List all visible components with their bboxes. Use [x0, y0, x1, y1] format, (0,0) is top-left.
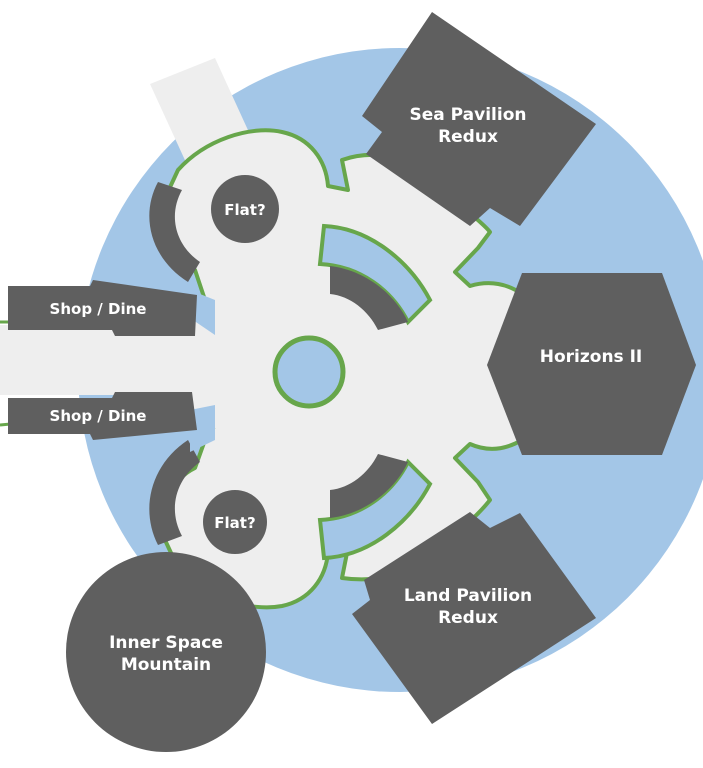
entry-walkway	[0, 325, 215, 395]
planter-upper-right-wall	[330, 266, 408, 330]
planter-lower-left-water	[190, 405, 215, 452]
sea-pavilion[interactable]: Sea Pavilion Redux	[362, 12, 596, 226]
inner-space-mountain-building	[66, 552, 266, 752]
inner-space-mountain[interactable]: Inner Space Mountain	[66, 552, 266, 752]
flat-upper-label: Flat?	[224, 201, 265, 219]
land-pavilion-label-line2: Redux	[438, 608, 498, 628]
horizons-ii-building	[487, 273, 696, 455]
sea-pavilion-label-line1: Sea Pavilion	[410, 105, 527, 125]
planter-upper-right	[317, 223, 433, 326]
sea-pavilion-label-line2: Redux	[438, 127, 498, 147]
shop-dine-upper-label: Shop / Dine	[50, 300, 147, 318]
land-pavilion-label-line1: Land Pavilion	[404, 586, 532, 606]
flat-lower[interactable]: Flat?	[203, 490, 267, 554]
planter-lower-right	[317, 458, 433, 561]
planter-lower-left-wall	[149, 440, 200, 545]
shop-dine-lower[interactable]: Shop / Dine	[8, 392, 197, 440]
horizons-ii-label: Horizons II	[540, 347, 642, 367]
sea-pavilion-building	[362, 12, 596, 226]
shop-dine-upper-building	[8, 280, 197, 336]
planter-lower-right-wall	[330, 454, 408, 518]
land-pavilion-building	[352, 512, 596, 724]
flat-upper-marker	[211, 175, 279, 243]
flat-lower-label: Flat?	[214, 514, 255, 532]
horizons-ii[interactable]: Horizons II	[487, 273, 696, 455]
central-fountain	[272, 335, 346, 409]
inner-space-mountain-label-line1: Inner Space	[109, 633, 223, 653]
shop-dine-lower-building	[8, 392, 197, 440]
flat-lower-marker	[203, 490, 267, 554]
planter-upper-left-wall	[149, 182, 200, 282]
inner-space-mountain-label-line2: Mountain	[121, 655, 211, 675]
shop-dine-upper[interactable]: Shop / Dine	[8, 280, 197, 336]
flat-upper[interactable]: Flat?	[211, 175, 279, 243]
land-pavilion[interactable]: Land Pavilion Redux	[352, 512, 596, 724]
shop-dine-lower-label: Shop / Dine	[50, 407, 147, 425]
